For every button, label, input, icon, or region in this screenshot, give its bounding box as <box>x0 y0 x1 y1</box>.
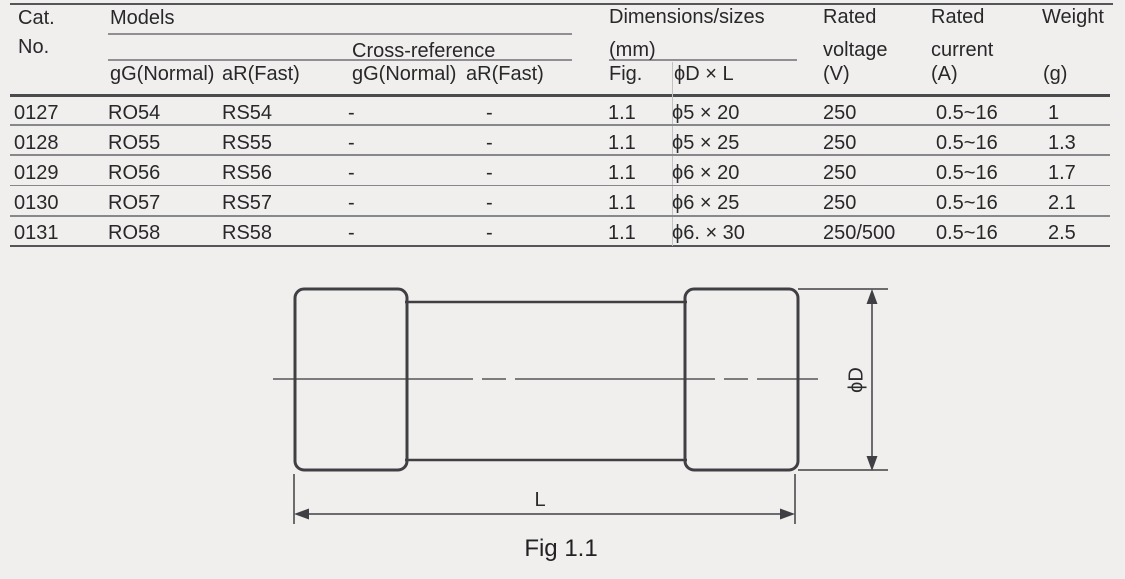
cell-weight: 2.5 <box>1048 222 1076 244</box>
subheader-xref-gg: gG(Normal) <box>352 63 457 85</box>
length-label: L <box>534 489 545 511</box>
cell-crossref-gg-normal: - <box>348 222 355 244</box>
table-bottom-rule <box>10 245 1110 247</box>
cross-reference-underline <box>108 59 572 61</box>
row-separator <box>10 215 1110 217</box>
cell-model-gg-normal: RO56 <box>108 162 161 184</box>
length-dimension <box>293 474 796 524</box>
cell-weight: 2.1 <box>1048 192 1076 214</box>
header-cross-reference: Cross-reference <box>352 40 496 62</box>
cell-fig: 1.1 <box>608 192 636 214</box>
header-rated-voltage-2: voltage <box>823 39 888 61</box>
header-rated-voltage-1: Rated <box>823 6 877 28</box>
diameter-label: ϕD <box>845 367 867 393</box>
cell-rated-current: 0.5~16 <box>936 102 998 124</box>
subheader-fig: Fig. <box>609 63 643 85</box>
cell-rated-current: 0.5~16 <box>936 222 998 244</box>
cell-crossref-ar-fast: - <box>486 222 493 244</box>
subheader-dim: ϕD × L <box>674 63 734 85</box>
header-weight: Weight <box>1042 6 1104 28</box>
arrow-left-icon <box>294 508 309 520</box>
subheader-models-gg: gG(Normal) <box>110 63 215 85</box>
subheader-models-ar: aR(Fast) <box>222 63 300 85</box>
header-dimensions: Dimensions/sizes <box>609 6 765 28</box>
cell-crossref-gg-normal: - <box>348 132 355 154</box>
row-separator <box>10 124 1110 126</box>
header-rated-current-1: Rated <box>931 6 985 28</box>
cell-model-gg-normal: RO58 <box>108 222 161 244</box>
diameter-dimension <box>798 288 888 471</box>
row-separator <box>10 184 1110 187</box>
cell-dimension: ϕ6. × 30 <box>672 222 745 244</box>
cell-cat-no: 0131 <box>14 222 59 244</box>
table-row: 0127 RO54 RS54 - - 1.1 ϕ5 × 20 250 0.5~16 1 <box>0 103 1125 133</box>
fuse-right-cap <box>683 287 800 472</box>
cell-fig: 1.1 <box>608 222 636 244</box>
subheader-voltage-unit: (V) <box>823 63 850 85</box>
cell-cat-no: 0127 <box>14 102 59 124</box>
cell-weight: 1.7 <box>1048 162 1076 184</box>
cell-cat-no: 0129 <box>14 162 59 184</box>
header-dimensions-unit: (mm) <box>609 39 656 61</box>
dimensions-underline <box>609 59 797 61</box>
cell-model-gg-normal: RO57 <box>108 192 161 214</box>
table-row: 0130 RO57 RS57 - - 1.1 ϕ6 × 25 250 0.5~16 2.1 <box>0 193 1125 223</box>
cell-model-gg-normal: RO54 <box>108 102 161 124</box>
table-row: 0129 RO56 RS56 - - 1.1 ϕ6 × 20 250 0.5~16 1.7 <box>0 163 1125 193</box>
models-underline <box>108 33 572 35</box>
cell-weight: 1 <box>1048 102 1060 124</box>
header-no: No. <box>18 36 50 58</box>
cell-cat-no: 0130 <box>14 192 59 214</box>
cell-model-ar-fast: RS54 <box>222 102 273 124</box>
table-row: 0128 RO55 RS55 - - 1.1 ϕ5 × 25 250 0.5~16 1.3 <box>0 133 1125 163</box>
cell-rated-current: 0.5~16 <box>936 162 998 184</box>
subheader-weight-unit: (g) <box>1043 63 1068 85</box>
cell-dimension: ϕ6 × 20 <box>672 162 740 184</box>
row-separator <box>10 154 1110 156</box>
table-top-rule <box>10 3 1113 5</box>
cell-crossref-gg-normal: - <box>348 192 355 214</box>
cell-crossref-ar-fast: - <box>486 102 493 124</box>
cell-cat-no: 0128 <box>14 132 59 154</box>
subheader-current-unit: (A) <box>931 63 958 85</box>
cell-model-ar-fast: RS55 <box>222 132 273 154</box>
figure-caption: Fig 1.1 <box>524 535 598 562</box>
cell-crossref-ar-fast: - <box>486 132 493 154</box>
cell-rated-voltage: 250 <box>823 102 857 124</box>
cell-model-ar-fast: RS58 <box>222 222 273 244</box>
cell-model-ar-fast: RS57 <box>222 192 273 214</box>
cell-fig: 1.1 <box>608 162 636 184</box>
cell-crossref-ar-fast: - <box>486 192 493 214</box>
fig-column-divider <box>672 62 673 246</box>
cell-fig: 1.1 <box>608 102 636 124</box>
cell-fig: 1.1 <box>608 132 636 154</box>
cell-rated-voltage: 250/500 <box>823 222 896 244</box>
cell-crossref-gg-normal: - <box>348 162 355 184</box>
cell-rated-current: 0.5~16 <box>936 132 998 154</box>
arrow-up-icon <box>866 289 878 304</box>
header-cat: Cat. <box>18 7 55 29</box>
arrow-right-icon <box>780 508 795 520</box>
cell-crossref-gg-normal: - <box>348 102 355 124</box>
cell-rated-current: 0.5~16 <box>936 192 998 214</box>
cell-model-ar-fast: RS56 <box>222 162 273 184</box>
cell-rated-voltage: 250 <box>823 132 857 154</box>
fuse-left-cap <box>293 287 409 472</box>
cell-crossref-ar-fast: - <box>486 162 493 184</box>
header-rated-current-2: current <box>931 39 994 61</box>
subheader-xref-ar: aR(Fast) <box>466 63 544 85</box>
cell-rated-voltage: 250 <box>823 192 857 214</box>
arrow-down-icon <box>866 456 878 471</box>
header-models: Models <box>110 7 175 29</box>
cell-dimension: ϕ5 × 20 <box>672 102 740 124</box>
cell-model-gg-normal: RO55 <box>108 132 161 154</box>
header-bottom-rule <box>10 94 1110 97</box>
table-row: 0131 RO58 RS58 - - 1.1 ϕ6. × 30 250/500 0.5~16 2.… <box>0 223 1125 253</box>
cell-rated-voltage: 250 <box>823 162 857 184</box>
cell-dimension: ϕ6 × 25 <box>672 192 740 214</box>
cell-weight: 1.3 <box>1048 132 1076 154</box>
cell-dimension: ϕ5 × 25 <box>672 132 740 154</box>
